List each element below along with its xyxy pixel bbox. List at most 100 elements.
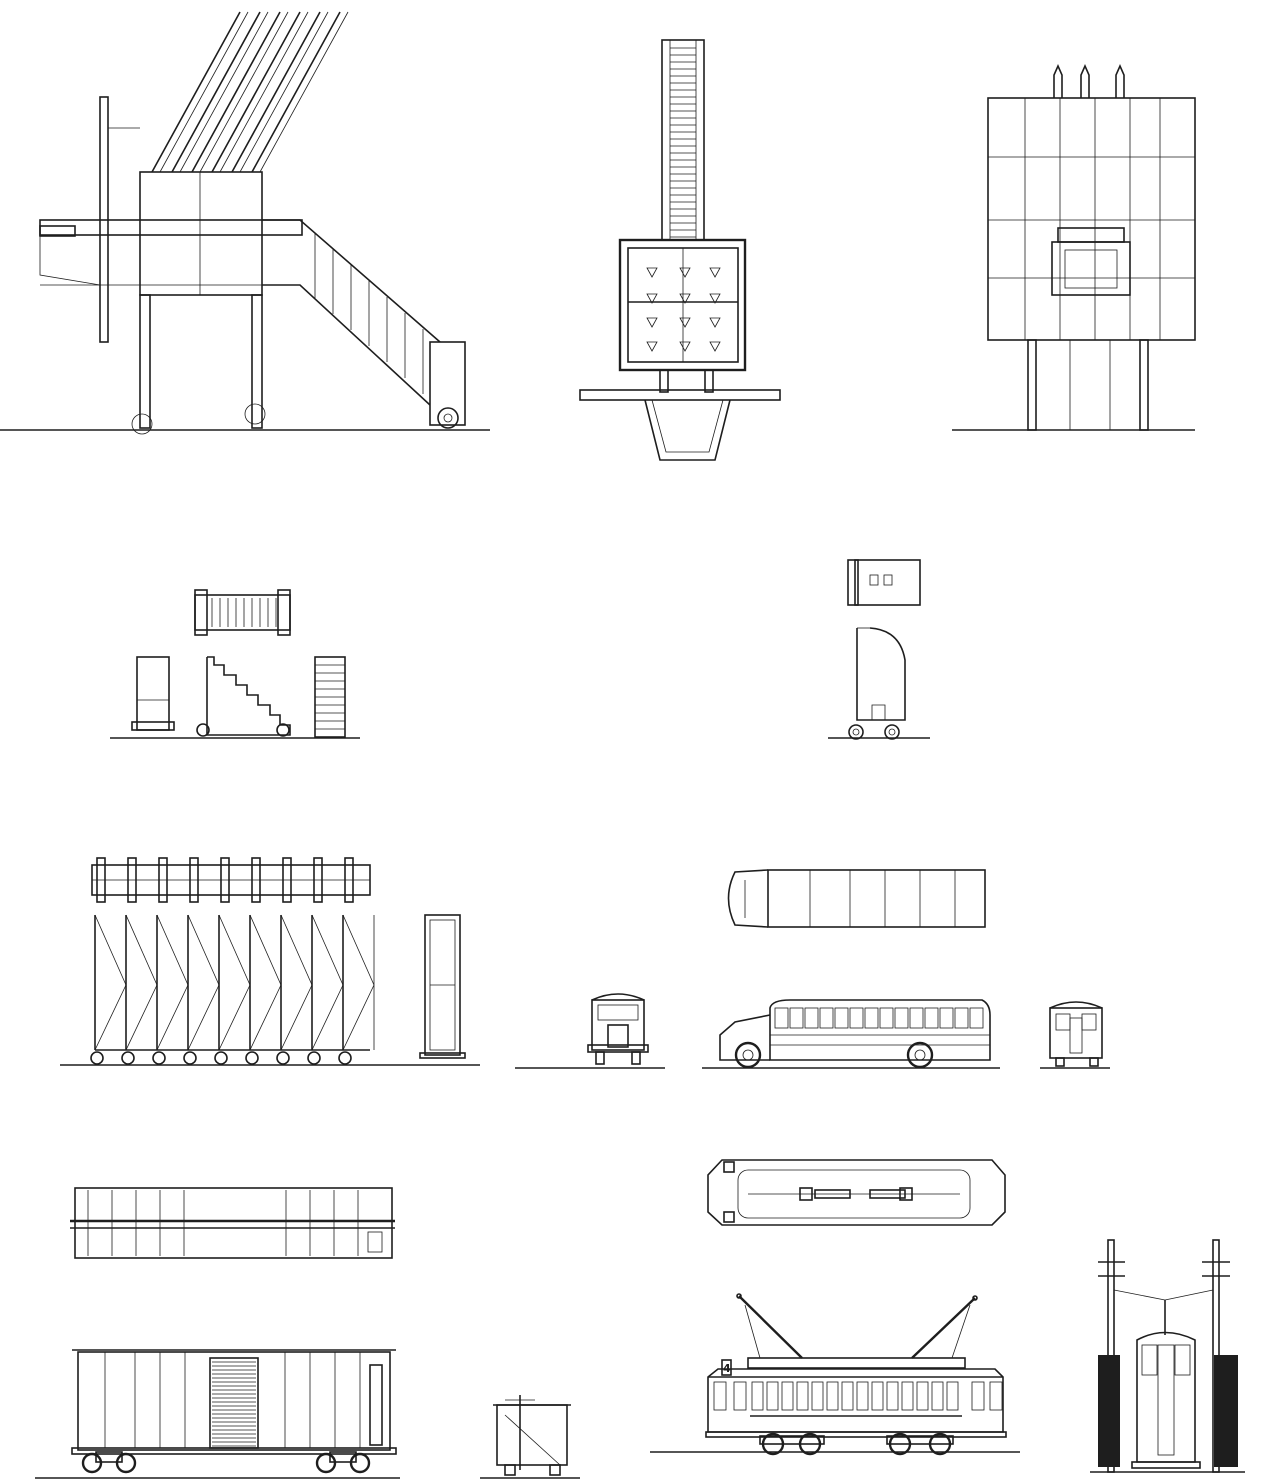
triangle-mark (709, 317, 721, 328)
triangle-mark (709, 267, 721, 278)
flat-post (313, 857, 323, 903)
folding-flats-views (60, 857, 480, 1066)
flat-brace (94, 914, 127, 986)
trolley-window (916, 1381, 929, 1411)
caster-wheel (121, 1051, 135, 1065)
flat-brace (249, 984, 282, 1051)
trolley-window (901, 1381, 914, 1411)
triangle-mark (679, 317, 691, 328)
flat-brace (342, 914, 375, 986)
flat-post (158, 857, 168, 903)
flat-brace (156, 914, 189, 986)
caster-wheel (307, 1051, 321, 1065)
caster-wheel (245, 1051, 259, 1065)
trolley-window (733, 1381, 747, 1411)
bus-window (954, 1007, 969, 1029)
bus-window (864, 1007, 879, 1029)
flat-post (251, 857, 261, 903)
caster-wheel (214, 1051, 228, 1065)
trolley-window (781, 1381, 794, 1411)
flat-brace (187, 914, 220, 986)
cart-views (828, 559, 930, 740)
bus-window (969, 1007, 984, 1029)
triangle-mark (646, 293, 658, 304)
trolley-window (871, 1381, 884, 1411)
triangle-mark (709, 293, 721, 304)
bus-window (924, 1007, 939, 1029)
flat-brace (342, 984, 375, 1051)
flat-post (220, 857, 230, 903)
ladder-rail (211, 11, 301, 173)
ladder-rail (219, 11, 309, 173)
caster-wheel (276, 1051, 290, 1065)
trolley-route-sign: 4 (723, 1362, 731, 1375)
flat-brace (311, 914, 344, 986)
triangle-mark (709, 341, 721, 352)
bus-window (774, 1007, 789, 1029)
school-bus-views (515, 869, 1110, 1069)
flat-post (127, 857, 137, 903)
ladder-tower-elevation (579, 39, 781, 461)
trolley-window (811, 1381, 824, 1411)
trolley-views: 4 (650, 1159, 1245, 1473)
boxcar-views (35, 1187, 580, 1479)
flat-brace (125, 984, 158, 1051)
bus-window (909, 1007, 924, 1029)
trolley-window (989, 1381, 1003, 1411)
ladder-rail (259, 11, 349, 173)
caster-wheel (338, 1051, 352, 1065)
ladder-rail (179, 11, 269, 173)
bus-window (894, 1007, 909, 1029)
trolley-window (856, 1381, 869, 1411)
caster-wheel (183, 1051, 197, 1065)
trolley-window (766, 1381, 779, 1411)
caster-wheel (90, 1051, 104, 1065)
trolley-window (971, 1381, 985, 1411)
flat-post (344, 857, 354, 903)
triangle-mark (646, 267, 658, 278)
trolley-window (796, 1381, 809, 1411)
triangle-mark (679, 341, 691, 352)
flat-brace (94, 984, 127, 1051)
ladder-rail (151, 11, 241, 173)
bus-window (939, 1007, 954, 1029)
flat-brace (156, 984, 189, 1051)
flat-brace (311, 984, 344, 1051)
flat-brace (280, 914, 313, 986)
bus-window (819, 1007, 834, 1029)
triangle-mark (679, 293, 691, 304)
stage-structure-elevation (0, 11, 490, 435)
flat-brace (125, 914, 158, 986)
flat-brace (187, 984, 220, 1051)
bus-window (789, 1007, 804, 1029)
trolley-window (946, 1381, 959, 1411)
ladder-rail (171, 11, 261, 173)
flat-brace (280, 984, 313, 1051)
trolley-window (826, 1381, 839, 1411)
ladder-rail (199, 11, 289, 173)
triangle-mark (646, 341, 658, 352)
ladder-rail (159, 11, 249, 173)
flat-post (189, 857, 199, 903)
trolley-window (751, 1381, 764, 1411)
caster-wheel (152, 1051, 166, 1065)
triangle-mark (679, 267, 691, 278)
bus-window (849, 1007, 864, 1029)
stair-unit-views (110, 589, 360, 739)
bus-window (879, 1007, 894, 1029)
truck-frame (759, 1435, 825, 1445)
trolley-window (886, 1381, 899, 1411)
panel-wall-elevation (952, 64, 1196, 431)
trolley-window (713, 1381, 727, 1411)
flat-post (96, 857, 106, 903)
bus-window (804, 1007, 819, 1029)
trolley-window (841, 1381, 854, 1411)
flat-brace (218, 984, 251, 1051)
trolley-window (931, 1381, 944, 1411)
flat-brace (249, 914, 282, 986)
flat-post (282, 857, 292, 903)
ladder-rail (239, 11, 329, 173)
truck-frame (886, 1435, 954, 1445)
ladder-rail (231, 11, 321, 173)
